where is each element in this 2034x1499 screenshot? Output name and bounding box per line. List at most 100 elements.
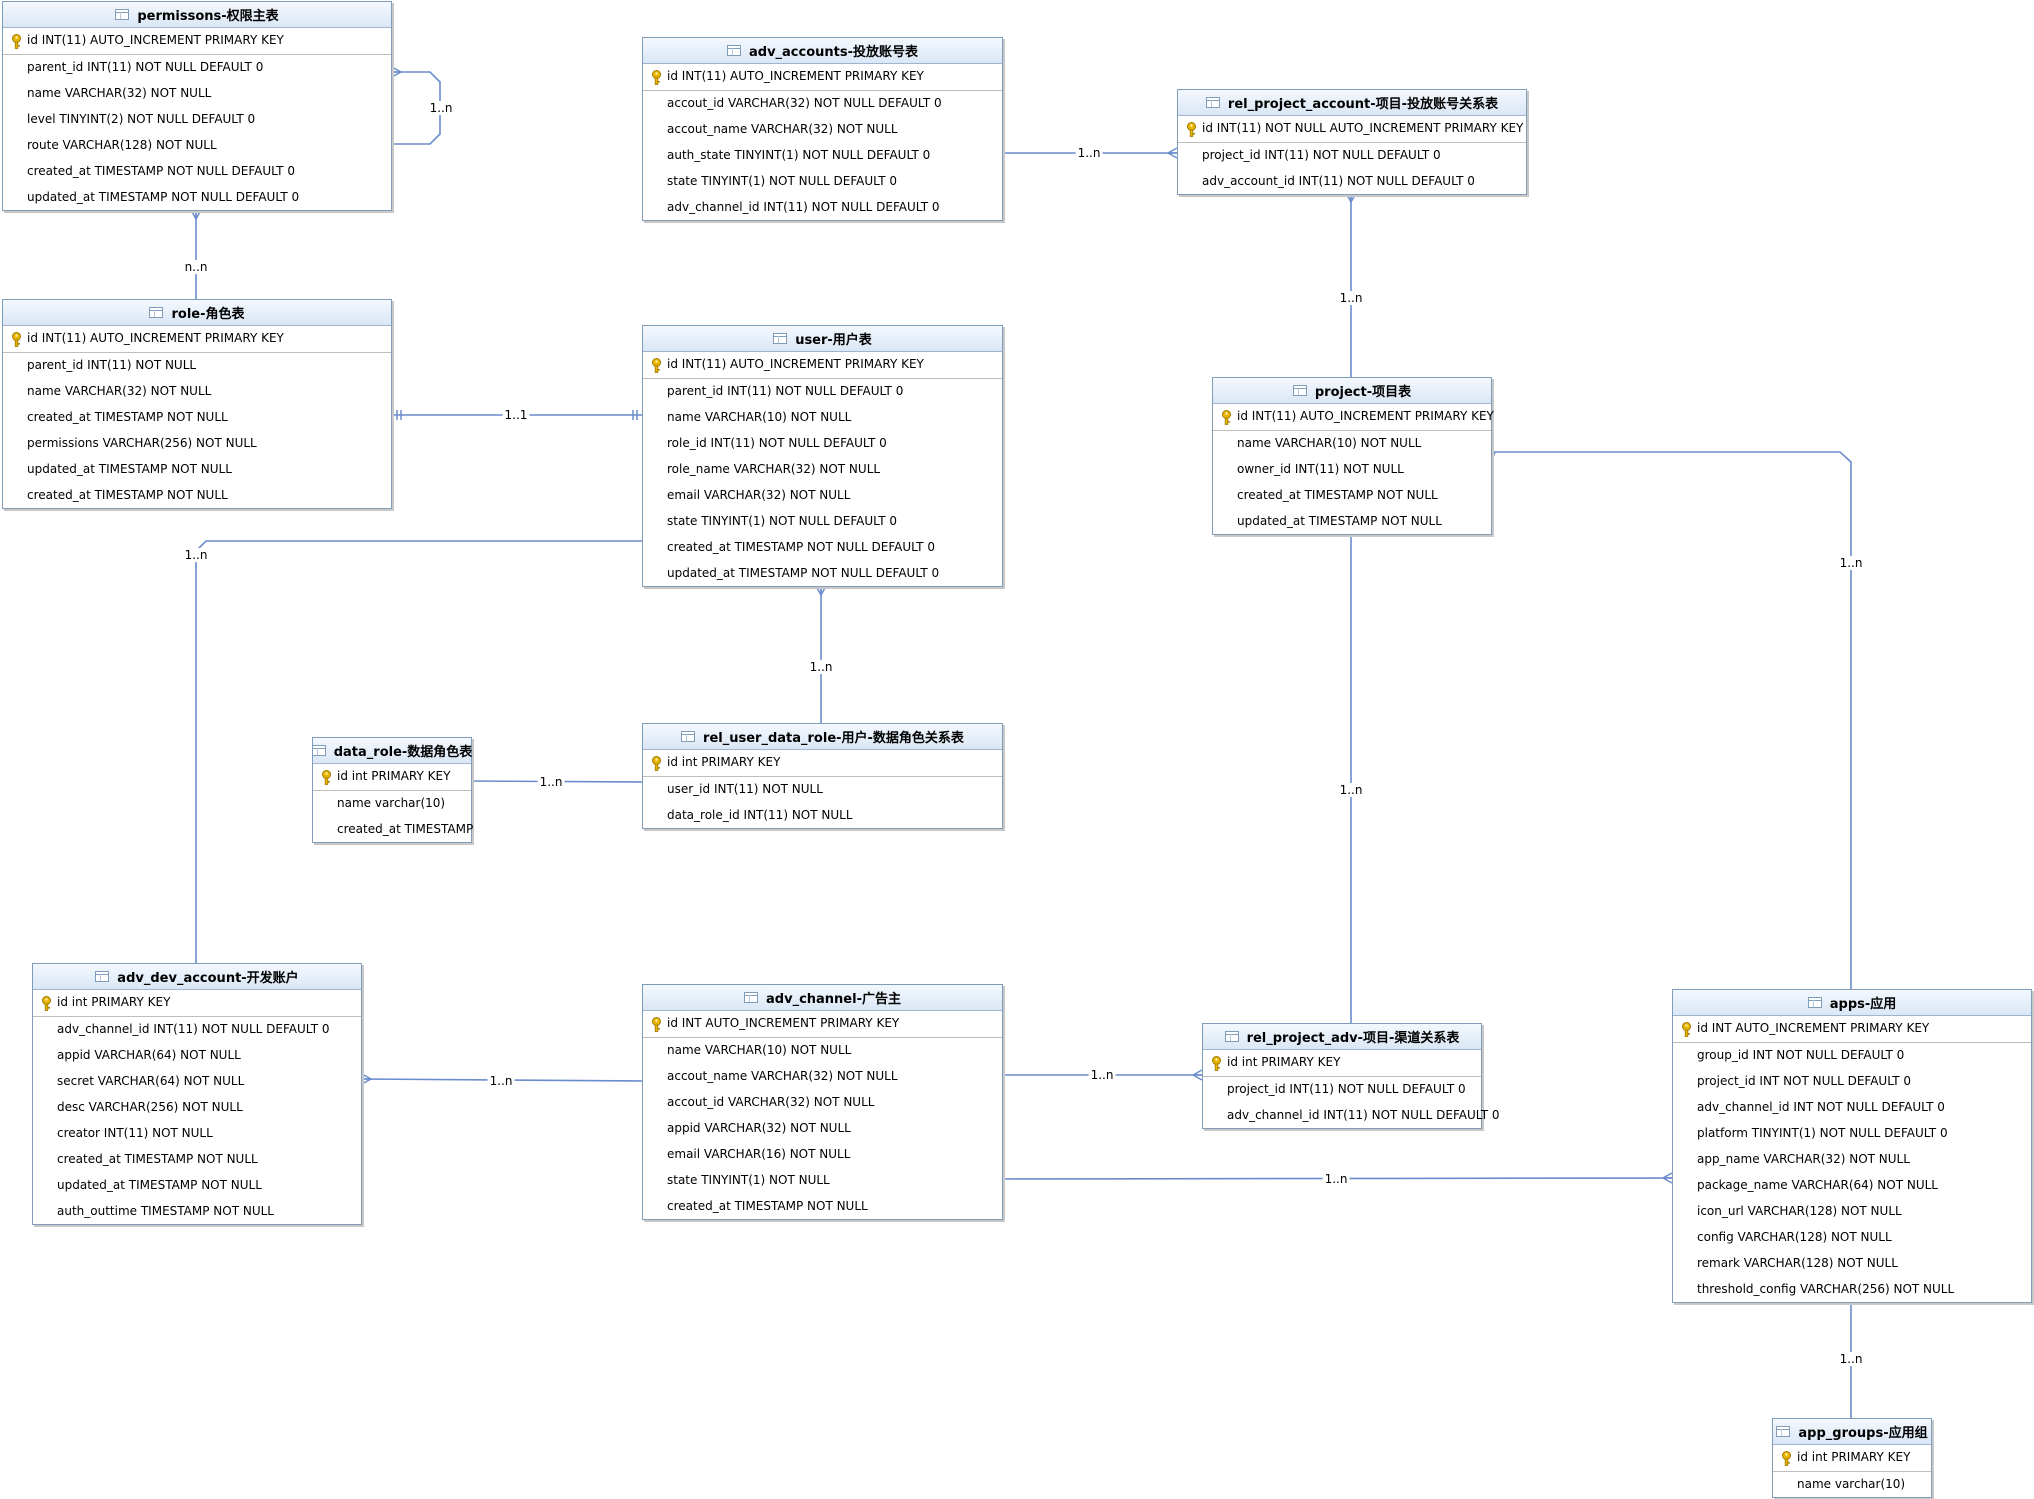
column-row[interactable]: name VARCHAR(10) NOT NULL: [643, 1038, 1002, 1064]
column-row[interactable]: created_at TIMESTAMP NOT NULL: [643, 1194, 1002, 1220]
column-row[interactable]: parent_id INT(11) NOT NULL DEFAULT 0: [643, 379, 1002, 405]
column-row[interactable]: secret VARCHAR(64) NOT NULL: [33, 1069, 361, 1095]
primary-key-row[interactable]: id int PRIMARY KEY: [1203, 1050, 1481, 1077]
column-row[interactable]: adv_channel_id INT NOT NULL DEFAULT 0: [1673, 1095, 2031, 1121]
column-row[interactable]: project_id INT(11) NOT NULL DEFAULT 0: [1178, 143, 1526, 169]
relationship-project-apps[interactable]: [1491, 451, 1857, 1041]
column-row[interactable]: parent_id INT(11) NOT NULL DEFAULT 0: [3, 55, 391, 81]
column-row[interactable]: creator INT(11) NOT NULL: [33, 1121, 361, 1147]
entity-header[interactable]: role-角色表: [3, 300, 391, 326]
column-row[interactable]: icon_url VARCHAR(128) NOT NULL: [1673, 1199, 2031, 1225]
entity-header[interactable]: adv_channel-广告主: [643, 985, 1002, 1011]
column-row[interactable]: name VARCHAR(32) NOT NULL: [3, 379, 391, 405]
entity-header[interactable]: adv_dev_account-开发账户: [33, 964, 361, 990]
primary-key-row[interactable]: id int PRIMARY KEY: [33, 990, 361, 1017]
primary-key-row[interactable]: id INT(11) AUTO_INCREMENT PRIMARY KEY: [3, 28, 391, 55]
column-row[interactable]: data_role_id INT(11) NOT NULL: [643, 803, 1002, 829]
column-row[interactable]: accout_id VARCHAR(32) NOT NULL DEFAULT 0: [643, 91, 1002, 117]
column-row[interactable]: appid VARCHAR(32) NOT NULL: [643, 1116, 1002, 1142]
column-row[interactable]: updated_at TIMESTAMP NOT NULL: [3, 457, 391, 483]
column-row[interactable]: owner_id INT(11) NOT NULL: [1213, 457, 1491, 483]
column-row[interactable]: package_name VARCHAR(64) NOT NULL: [1673, 1173, 2031, 1199]
entity-header[interactable]: rel_project_account-项目-投放账号关系表: [1178, 90, 1526, 116]
column-row[interactable]: created_at TIMESTAMP NOT NULL: [3, 405, 391, 431]
column-row[interactable]: created_at TIMESTAMP NOT NULL: [33, 1147, 361, 1173]
primary-key-row[interactable]: id INT AUTO_INCREMENT PRIMARY KEY: [1673, 1016, 2031, 1043]
column-row[interactable]: project_id INT NOT NULL DEFAULT 0: [1673, 1069, 2031, 1095]
column-row[interactable]: created_at TIMESTAMP NOT NULL DEFAULT 0: [643, 535, 1002, 561]
column-row[interactable]: updated_at TIMESTAMP NOT NULL DEFAULT 0: [643, 561, 1002, 587]
column-row[interactable]: app_name VARCHAR(32) NOT NULL: [1673, 1147, 2031, 1173]
column-row[interactable]: remark VARCHAR(128) NOT NULL: [1673, 1251, 2031, 1277]
entity-header[interactable]: rel_user_data_role-用户-数据角色关系表: [643, 724, 1002, 750]
column-row[interactable]: appid VARCHAR(64) NOT NULL: [33, 1043, 361, 1069]
column-row[interactable]: adv_account_id INT(11) NOT NULL DEFAULT …: [1178, 169, 1526, 195]
column-row[interactable]: email VARCHAR(16) NOT NULL: [643, 1142, 1002, 1168]
primary-key-row[interactable]: id INT(11) AUTO_INCREMENT PRIMARY KEY: [643, 352, 1002, 379]
primary-key-row[interactable]: id int PRIMARY KEY: [313, 764, 471, 791]
primary-key-row[interactable]: id INT(11) NOT NULL AUTO_INCREMENT PRIMA…: [1178, 116, 1526, 143]
entity-header[interactable]: adv_accounts-投放账号表: [643, 38, 1002, 64]
column-row[interactable]: state TINYINT(1) NOT NULL: [643, 1168, 1002, 1194]
column-row[interactable]: role_id INT(11) NOT NULL DEFAULT 0: [643, 431, 1002, 457]
column-row[interactable]: name varchar(10): [1773, 1472, 1931, 1498]
column-row[interactable]: user_id INT(11) NOT NULL: [643, 777, 1002, 803]
column-row[interactable]: name VARCHAR(10) NOT NULL: [1213, 431, 1491, 457]
column-row[interactable]: created_at TIMESTAMP NOT NULL DEFAULT 0: [3, 159, 391, 185]
column-row[interactable]: created_at TIMESTAMP NOT NULL: [3, 483, 391, 509]
column-row[interactable]: threshold_config VARCHAR(256) NOT NULL: [1673, 1277, 2031, 1303]
column-row[interactable]: platform TINYINT(1) NOT NULL DEFAULT 0: [1673, 1121, 2031, 1147]
primary-key-row[interactable]: id int PRIMARY KEY: [643, 750, 1002, 777]
column-row[interactable]: config VARCHAR(128) NOT NULL: [1673, 1225, 2031, 1251]
column-row[interactable]: updated_at TIMESTAMP NOT NULL DEFAULT 0: [3, 185, 391, 211]
column-row[interactable]: updated_at TIMESTAMP NOT NULL: [33, 1173, 361, 1199]
column-row[interactable]: auth_outtime TIMESTAMP NOT NULL: [33, 1199, 361, 1225]
column-row[interactable]: permissions VARCHAR(256) NOT NULL: [3, 431, 391, 457]
column-row[interactable]: created_at TIMESTAMP: [313, 817, 473, 843]
column-row[interactable]: parent_id INT(11) NOT NULL: [3, 353, 391, 379]
primary-key-row[interactable]: id INT(11) AUTO_INCREMENT PRIMARY KEY: [643, 64, 1002, 91]
column-row[interactable]: auth_state TINYINT(1) NOT NULL DEFAULT 0: [643, 143, 1002, 169]
column-row[interactable]: level TINYINT(2) NOT NULL DEFAULT 0: [3, 107, 391, 133]
primary-key-row[interactable]: id INT(11) AUTO_INCREMENT PRIMARY KEY: [3, 326, 391, 353]
column-row[interactable]: state TINYINT(1) NOT NULL DEFAULT 0: [643, 509, 1002, 535]
column-row[interactable]: desc VARCHAR(256) NOT NULL: [33, 1095, 361, 1121]
column-row[interactable]: name VARCHAR(10) NOT NULL: [643, 405, 1002, 431]
relationship-project-rel-project-account[interactable]: [1345, 192, 1357, 377]
entity-header[interactable]: permissons-权限主表: [3, 2, 391, 28]
column-row[interactable]: accout_id VARCHAR(32) NOT NULL: [643, 1090, 1002, 1116]
column-row[interactable]: accout_name VARCHAR(32) NOT NULL: [643, 117, 1002, 143]
column-row[interactable]: email VARCHAR(32) NOT NULL: [643, 483, 1002, 509]
entity-header[interactable]: project-项目表: [1213, 378, 1491, 404]
primary-key-row[interactable]: id INT AUTO_INCREMENT PRIMARY KEY: [643, 1011, 1002, 1038]
primary-key-row[interactable]: id int PRIMARY KEY: [1773, 1445, 1931, 1472]
column-row[interactable]: state TINYINT(1) NOT NULL DEFAULT 0: [643, 169, 1002, 195]
column-row[interactable]: adv_channel_id INT(11) NOT NULL DEFAULT …: [33, 1017, 361, 1043]
column-row[interactable]: accout_name VARCHAR(32) NOT NULL: [643, 1064, 1002, 1090]
column-row[interactable]: project_id INT(11) NOT NULL DEFAULT 0: [1203, 1077, 1481, 1103]
column-row[interactable]: route VARCHAR(128) NOT NULL: [3, 133, 391, 159]
column-row[interactable]: adv_channel_id INT(11) NOT NULL DEFAULT …: [1203, 1103, 1500, 1129]
entity-header[interactable]: user-用户表: [643, 326, 1002, 352]
column-row[interactable]: name VARCHAR(32) NOT NULL: [3, 81, 391, 107]
column-row[interactable]: created_at TIMESTAMP NOT NULL: [1213, 483, 1491, 509]
column-row[interactable]: group_id INT NOT NULL DEFAULT 0: [1673, 1043, 2031, 1069]
column-row[interactable]: name varchar(10): [313, 791, 471, 817]
entity-header[interactable]: data_role-数据角色表: [311, 738, 472, 764]
entity-header[interactable]: apps-应用: [1673, 990, 2031, 1016]
primary-key-row[interactable]: id INT(11) AUTO_INCREMENT PRIMARY KEY: [1213, 404, 1494, 431]
column-row[interactable]: updated_at TIMESTAMP NOT NULL: [1213, 509, 1491, 535]
